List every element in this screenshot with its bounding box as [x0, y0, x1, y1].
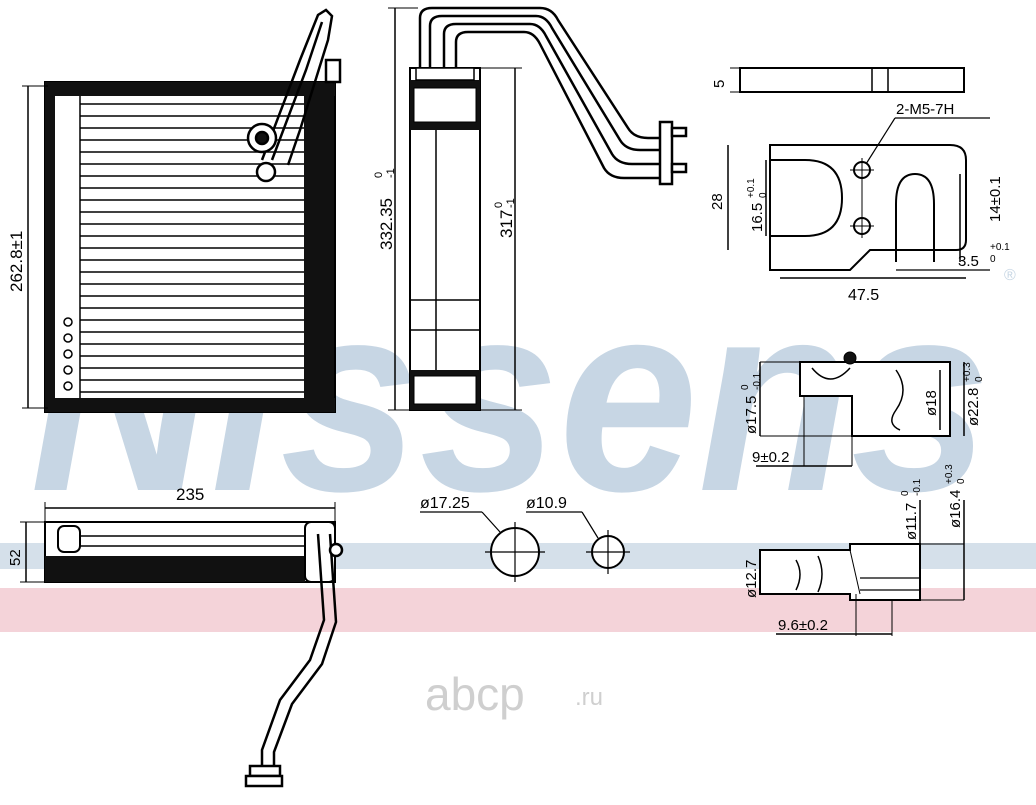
top-width-label: 235: [176, 485, 204, 504]
large-port-bore-tol-lower: -0.1: [752, 372, 763, 390]
side-overall-dim: 332.35 0 -1: [373, 168, 397, 250]
flange-hole-spacing-label: 16.5: [749, 203, 766, 232]
flange-plan: [769, 144, 967, 271]
side-core-tol-upper: 0: [493, 202, 505, 208]
large-port-outer-dim: ø22.8 +0.3 0: [962, 362, 985, 426]
large-port-bore-dim: ø17.5 0 -0.1: [740, 372, 763, 434]
small-port-detail: [759, 500, 965, 636]
side-core-label: 317: [497, 210, 516, 238]
front-fins: [79, 96, 304, 398]
large-pipe-label: ø17.25: [420, 495, 470, 512]
small-port-depth-label: 9.6±0.2: [778, 617, 828, 634]
front-left-side: [45, 82, 55, 412]
flange-detail: [727, 67, 990, 279]
front-frame: [44, 81, 336, 413]
top-view: [20, 502, 344, 788]
side-view: [388, 6, 688, 411]
flange-hole-spacing-tol-upper: +0.1: [746, 178, 757, 198]
small-port-outer-label: ø16.4: [947, 490, 964, 528]
side-overall-label: 332.35: [377, 198, 396, 250]
small-port-bore-tol-lower: -0.1: [912, 478, 923, 496]
large-port-outer-tol-lower: 0: [974, 376, 985, 382]
flange-slot-offset-tol-upper: +0.1: [990, 242, 1010, 253]
small-port-bore-dim: ø11.7 0 -0.1: [900, 478, 923, 540]
flange-hole-spacing-tol-lower: 0: [758, 192, 769, 198]
small-port-outer-dim: ø16.4 +0.3 0: [944, 464, 967, 528]
flange-threads-label: 2-M5-7H: [896, 101, 954, 118]
small-port-bore-label: ø11.7: [903, 503, 920, 540]
flange-width-label: 47.5: [848, 287, 879, 304]
side-overall-tol-upper: 0: [373, 172, 385, 178]
front-height-label: 262.8±1: [7, 231, 26, 292]
side-core-dim: 317 0 -1: [493, 198, 517, 238]
large-port-bore-label: ø17.5: [743, 396, 760, 434]
pipe-circles: [420, 511, 630, 582]
small-pipe-label: ø10.9: [526, 495, 567, 512]
top-depth-label: 52: [7, 549, 24, 566]
watermark-site: аbcp: [425, 668, 525, 720]
small-port-outer-tol-lower: 0: [956, 478, 967, 484]
small-port-outer-tol-upper: +0.3: [944, 464, 955, 484]
front-bottom-bar: [45, 398, 335, 412]
front-top-bar: [45, 82, 335, 96]
flange-height-label: 28: [709, 193, 726, 210]
small-port-bore-tol-upper: 0: [900, 490, 911, 496]
flange-slot-offset-dim: 3.5 +0.1 0: [958, 242, 1010, 270]
large-port-inner-label: ø18: [923, 390, 940, 416]
front-pipe: [246, 8, 342, 183]
top-dark-band: [45, 556, 305, 582]
large-port-depth-label: 9±0.2: [752, 449, 789, 466]
side-core-tol-lower: -1: [505, 198, 517, 208]
front-right-tank: [304, 95, 334, 411]
flange-hole-spacing-dim: 16.5 +0.1 0: [746, 178, 769, 232]
large-port-outer-tol-upper: +0.3: [962, 362, 973, 382]
front-left-ports: [63, 317, 73, 391]
small-port-body: [759, 543, 921, 601]
flange-slot-width-label: 14±0.1: [987, 176, 1004, 222]
top-pipe: [244, 533, 344, 788]
large-port-detail: [756, 351, 965, 467]
large-port-outer-label: ø22.8: [965, 388, 982, 426]
large-port-bore-tol-upper: 0: [740, 384, 751, 390]
flange-thickness-label: 5: [711, 80, 728, 88]
front-view: [22, 8, 342, 413]
flange-slot-offset-label: 3.5: [958, 253, 979, 270]
small-port-inner-label: ø12.7: [743, 560, 760, 598]
flange-slot-offset-tol-lower: 0: [990, 254, 996, 265]
flange-plate-side: [739, 67, 965, 93]
watermark-site-tld: .ru: [575, 684, 603, 711]
side-pipes: [418, 6, 688, 186]
side-overall-tol-lower: -1: [385, 168, 397, 178]
watermark-registered-mark: ®: [1004, 267, 1016, 284]
